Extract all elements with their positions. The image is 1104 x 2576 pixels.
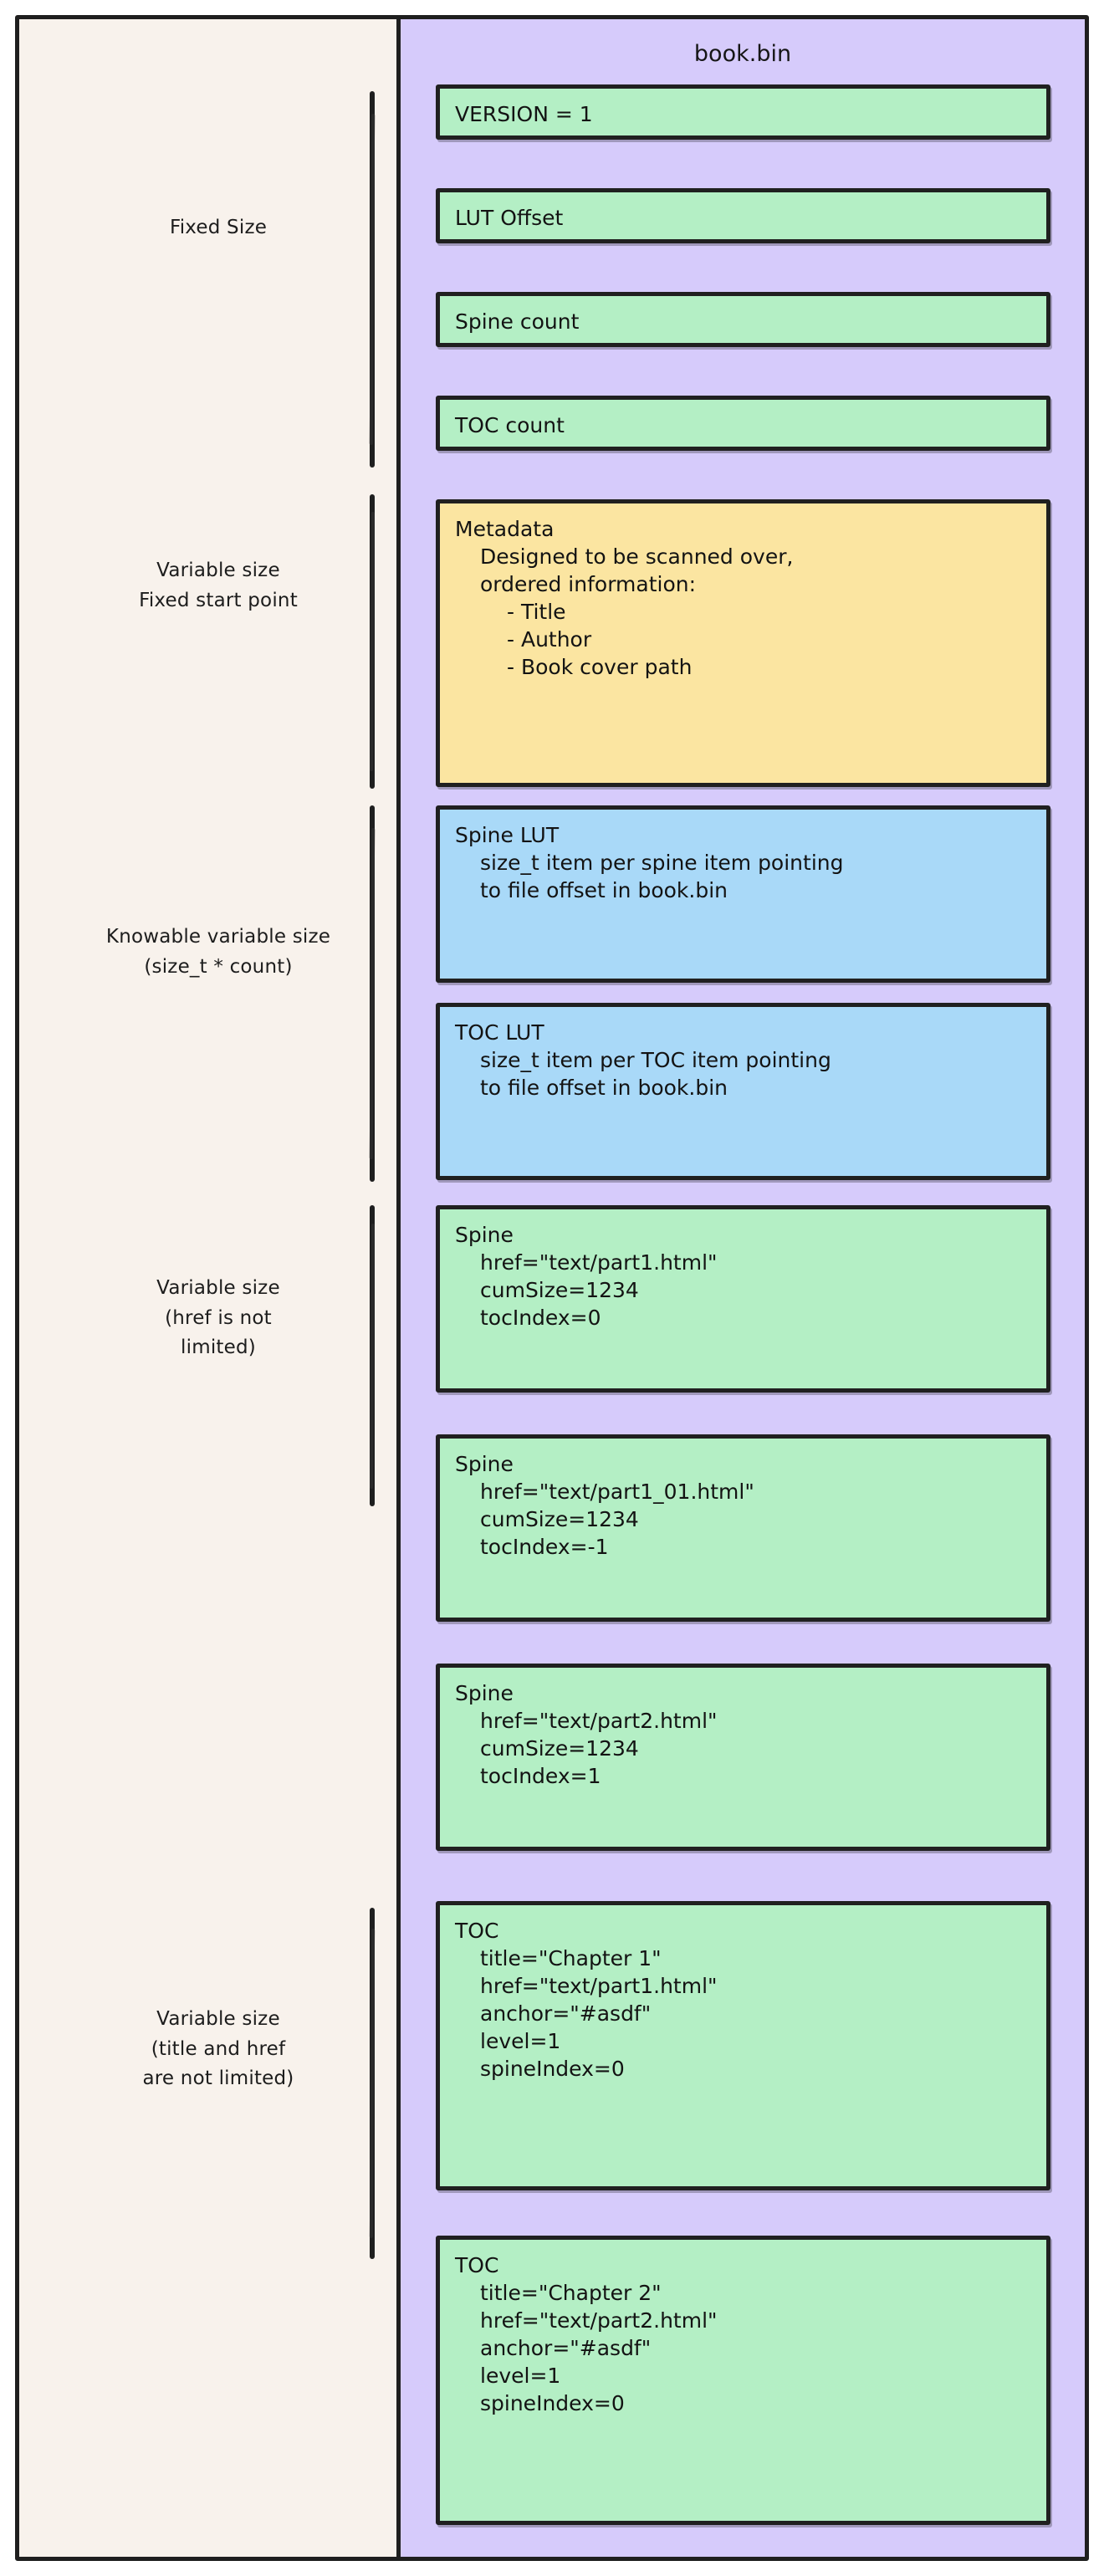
record-field: level=1 <box>480 2364 561 2388</box>
record-field: href="text/part1_01.html" <box>480 1480 754 1504</box>
section-label: Variable size (href is not limited) <box>80 1274 356 1363</box>
record-title: TOC count <box>455 413 565 437</box>
record-field: anchor="#asdf" <box>480 2001 652 2026</box>
record-title: Spine LUT <box>455 823 560 847</box>
record-field: Designed to be scanned over, <box>480 544 794 569</box>
section-label-line: (size_t * count) <box>144 955 293 978</box>
record-title: VERSION = 1 <box>455 102 593 126</box>
record-field: href="text/part2.html" <box>480 2308 718 2333</box>
record-title: TOC <box>455 2253 499 2277</box>
record-field: title="Chapter 2" <box>480 2281 662 2305</box>
record-title: Spine <box>455 1452 514 1476</box>
section-bracket <box>370 1205 375 1506</box>
section-label: Knowable variable size (size_t * count) <box>80 923 356 982</box>
record-box: TOC count <box>436 396 1050 451</box>
section-label: Variable size (title and href are not limi… <box>80 2005 356 2094</box>
record-box: Spine LUT size_t item per spine item poin… <box>436 805 1050 983</box>
record-box: Spine href="text/part1.html" cumSize=1234 t… <box>436 1205 1050 1393</box>
record-box: TOC title="Chapter 1" href="text/part1.htm… <box>436 1901 1050 2190</box>
record-field: - Author <box>507 627 592 652</box>
section-label-line: Variable size <box>156 1277 280 1299</box>
record-field: title="Chapter 1" <box>480 1946 662 1970</box>
record-field: - Title <box>507 600 566 624</box>
record-box: TOC title="Chapter 2" href="text/part2.htm… <box>436 2236 1050 2525</box>
record-field: to file offset in book.bin <box>480 878 728 902</box>
record-title: Spine <box>455 1223 514 1247</box>
record-field: spineIndex=0 <box>480 2391 625 2415</box>
record-field: href="text/part1.html" <box>480 1974 718 1998</box>
record-field: - Book cover path <box>507 655 693 679</box>
record-field: anchor="#asdf" <box>480 2336 652 2360</box>
record-field: tocIndex=0 <box>480 1306 601 1330</box>
record-title: TOC LUT <box>455 1020 544 1045</box>
record-box: Spine href="text/part2.html" cumSize=1234 t… <box>436 1664 1050 1851</box>
section-label-line: (title and href <box>151 2037 286 2060</box>
section-bracket <box>370 805 375 1182</box>
record-box: VERSION = 1 <box>436 84 1050 140</box>
record-field: cumSize=1234 <box>480 1736 639 1761</box>
record-field: to file offset in book.bin <box>480 1076 728 1100</box>
section-bracket <box>370 494 375 789</box>
section-bracket <box>370 91 375 468</box>
section-label-line: are not limited) <box>142 2067 294 2090</box>
record-title: TOC <box>455 1919 499 1943</box>
record-box: Spine count <box>436 292 1050 347</box>
record-field: level=1 <box>480 2029 561 2053</box>
record-field: size_t item per spine item pointing <box>480 851 844 875</box>
section-label-line: Fixed Size <box>169 217 268 238</box>
record-field: href="text/part1.html" <box>480 1250 718 1275</box>
section-bracket <box>370 1908 375 2259</box>
record-title: Spine <box>455 1681 514 1705</box>
section-label: Fixed Size <box>80 213 356 243</box>
record-box: LUT Offset <box>436 188 1050 243</box>
record-title: LUT Offset <box>455 206 564 230</box>
record-field: tocIndex=1 <box>480 1764 601 1788</box>
section-label-line: Variable size <box>156 560 280 581</box>
file-title: book.bin <box>693 41 792 67</box>
record-title: Metadata <box>455 517 555 541</box>
record-field: size_t item per TOC item pointing <box>480 1048 831 1072</box>
record-field: cumSize=1234 <box>480 1278 639 1302</box>
record-title: Spine count <box>455 309 580 334</box>
record-box: Spine href="text/part1_01.html" cumSize=12… <box>436 1434 1050 1622</box>
section-label-line: Knowable variable size <box>105 926 331 948</box>
section-label-line: Fixed start point <box>139 589 298 611</box>
record-box: TOC LUT size_t item per TOC item pointing… <box>436 1003 1050 1180</box>
section-label-line: limited) <box>181 1337 256 1359</box>
record-field: tocIndex=-1 <box>480 1535 609 1559</box>
section-label-line: Variable size <box>156 2008 280 2030</box>
record-field: ordered information: <box>480 572 697 596</box>
section-label-line: (href is not <box>165 1306 272 1329</box>
record-field: spineIndex=0 <box>480 2057 625 2081</box>
record-field: cumSize=1234 <box>480 1507 639 1531</box>
record-field: href="text/part2.html" <box>480 1709 718 1733</box>
